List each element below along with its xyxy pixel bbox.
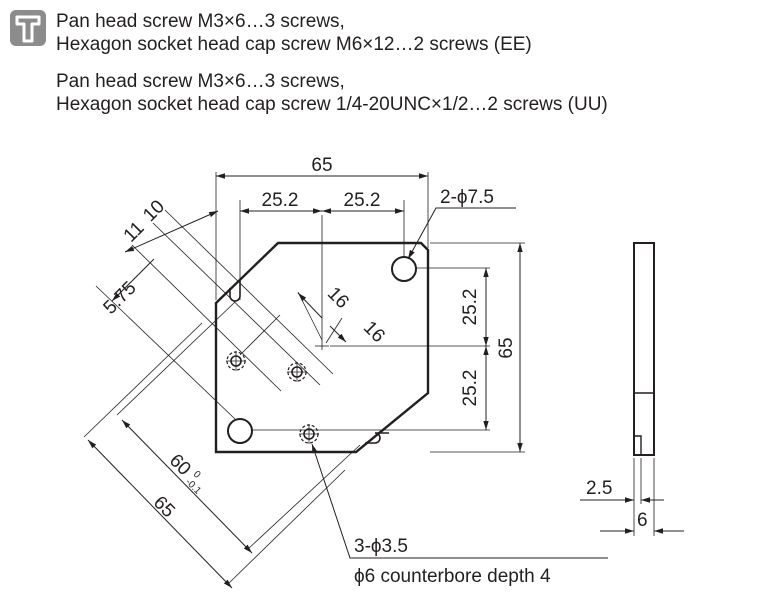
dim-side-small: 2.5 [586,478,612,499]
side-view-outline [633,242,655,456]
dim-diag-16-a: 16 [323,283,353,313]
callout-counterbore: ϕ6 counterbore depth 4 [354,566,551,587]
dim-line-diag-65 [87,439,233,589]
dim-upper-height: 25.2 [460,289,481,326]
side-extension-lines [633,458,655,536]
callout-small-holes: 3-ϕ3.5 [354,536,408,557]
screw-note-uu-line2: Hexagon socket head cap screw 1/4-20UNC×… [56,94,608,115]
dim-half-left: 25.2 [262,190,299,211]
screw-note-uu-line1: Pan head screw M3×6…3 screws, [56,71,345,92]
dim-overall-width: 65 [311,155,332,176]
screw-note-uu: Pan head screw M3×6…3 screws, Hexagon so… [56,70,608,116]
dim-diag-16-b: 16 [359,317,389,347]
dim-diag-60: 60 [165,450,195,480]
callout-mounting-holes: 2-ϕ7.5 [440,187,494,208]
dim-diag-2: 10 [139,196,169,226]
dim-overall-height: 65 [496,337,517,358]
dim-diag-1: 11 [120,218,149,247]
dim-line-diag-16-a [297,292,323,319]
dim-lower-height: 25.2 [460,370,481,407]
mounting-hole-top-right [391,256,417,282]
dim-diag-60-group: 60 0 -0.1 [165,450,203,497]
dim-half-right: 25.2 [344,190,381,211]
lower-notch [365,432,389,444]
dim-line-diag-575 [111,258,155,302]
dim-line-diag-16-b [329,325,347,343]
side-view-notch [634,435,642,455]
dim-diag-3: 5.75 [100,278,141,319]
dim-diag-60-tol-lower: -0.1 [183,477,203,497]
screw-note-ee: Pan head screw M3×6…3 screws, Hexagon so… [56,10,532,56]
dim-line-diag-offsets [124,210,219,253]
dim-side-thickness: 6 [637,510,648,531]
leader-mounting-holes [407,207,516,260]
screw-icon [10,10,46,46]
diagonal-extension-lines-lower [83,301,361,585]
dim-diag-65: 65 [149,492,179,522]
mounting-hole-bottom-left [227,418,253,444]
screw-note-ee-line1: Pan head screw M3×6…3 screws, [56,11,345,32]
screw-note-ee-line2: Hexagon socket head cap screw M6×12…2 sc… [56,34,532,55]
center-lines [226,215,329,444]
leader-small-holes [311,443,608,559]
